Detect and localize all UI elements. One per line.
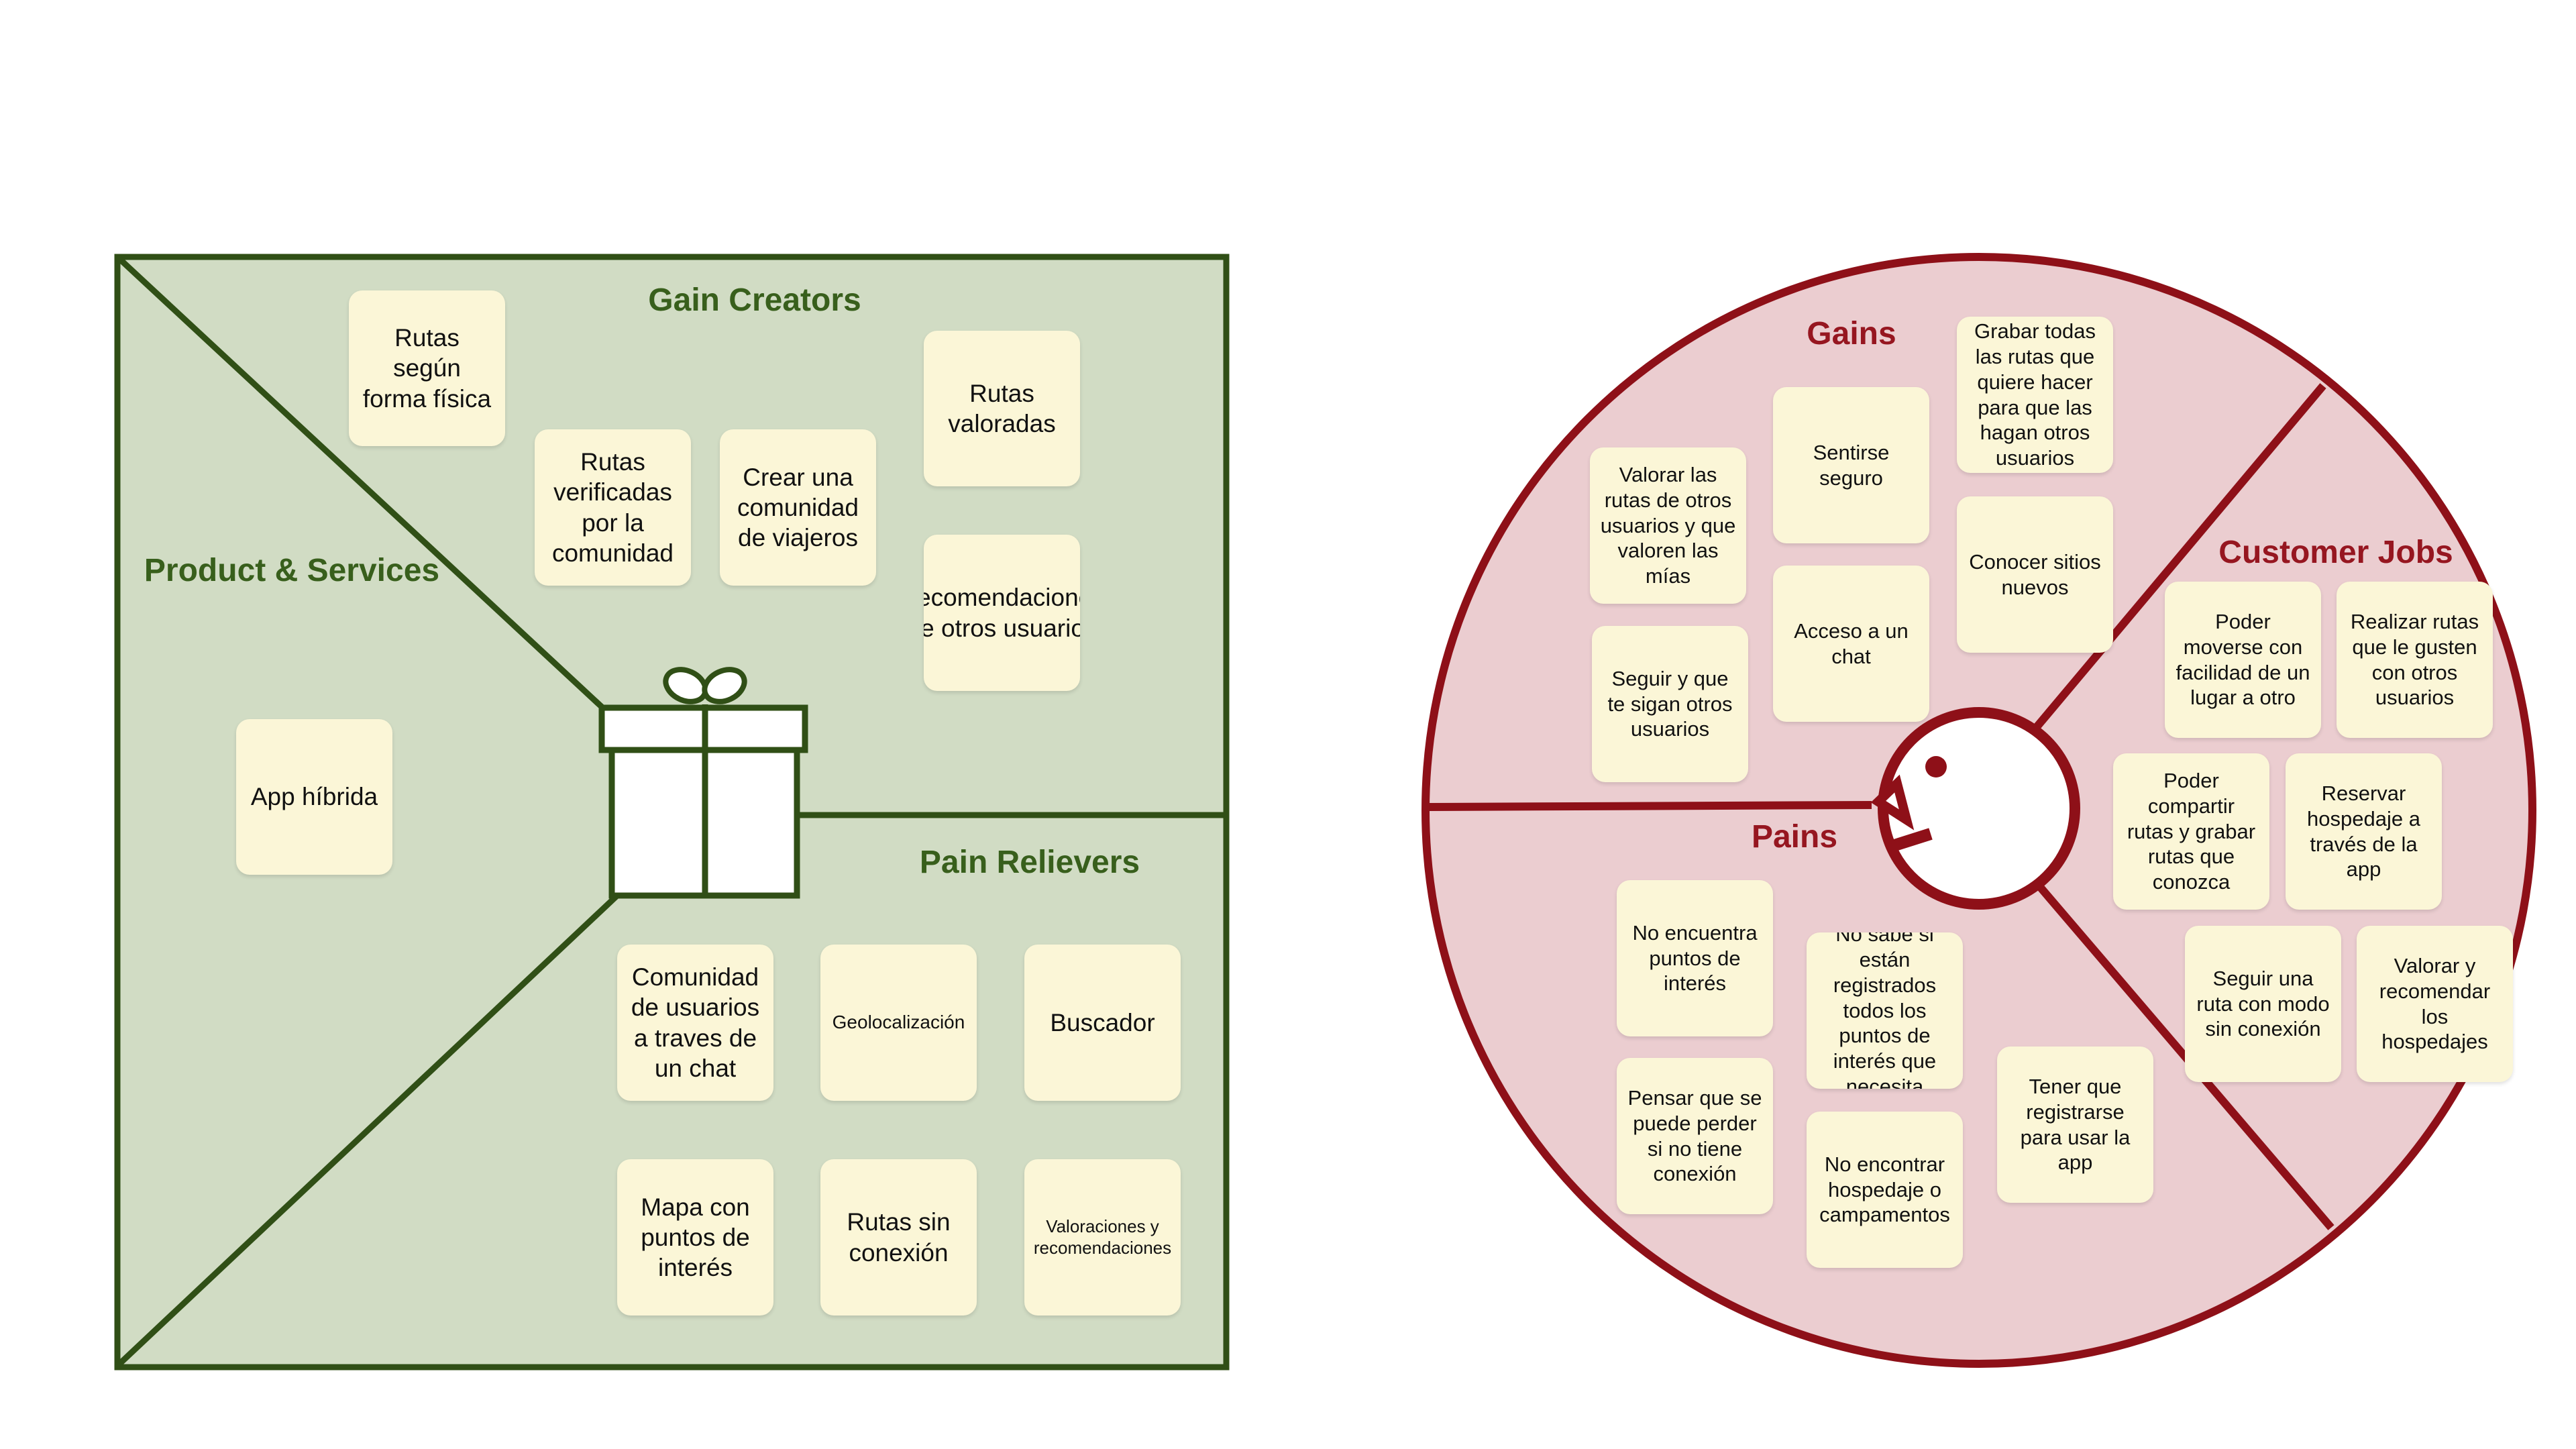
gain-creator-note[interactable]: Rutas según forma física bbox=[349, 290, 505, 446]
pain-note[interactable]: Pensar que se puede perder si no tiene c… bbox=[1617, 1058, 1773, 1214]
gain-creator-note[interactable]: Recomendaciones de otros usuarios bbox=[924, 535, 1080, 691]
pain-reliever-note[interactable]: Valoraciones y recomendaciones bbox=[1024, 1159, 1181, 1316]
pain-note[interactable]: Tener que registrarse para usar la app bbox=[1997, 1046, 2153, 1203]
pain-note[interactable]: No encuentra puntos de interés bbox=[1617, 880, 1773, 1036]
pain-reliever-note[interactable]: Mapa con puntos de interés bbox=[617, 1159, 773, 1316]
product-service-note[interactable]: App híbrida bbox=[236, 719, 392, 875]
gain-note[interactable]: Acceso a un chat bbox=[1773, 566, 1929, 722]
gain-creator-note[interactable]: Rutas valoradas bbox=[924, 331, 1080, 486]
gain-creators-title: Gain Creators bbox=[648, 282, 861, 318]
value-map-divider-upper bbox=[115, 254, 611, 716]
customer-job-note[interactable]: Reservar hospedaje a través de la app bbox=[2286, 753, 2442, 910]
pain-reliever-note[interactable]: Geolocalización bbox=[820, 945, 977, 1101]
gain-note[interactable]: Conocer sitios nuevos bbox=[1957, 496, 2113, 653]
customer-profile-divider-upper bbox=[2033, 383, 2326, 731]
gift-icon bbox=[598, 667, 808, 899]
gain-note[interactable]: Valorar las rutas de otros usuarios y qu… bbox=[1590, 447, 1746, 604]
customer-job-note[interactable]: Valorar y recomendar los hospedajes bbox=[2357, 926, 2513, 1082]
customer-job-note[interactable]: Seguir una ruta con modo sin conexión bbox=[2185, 926, 2341, 1082]
customer-job-note[interactable]: Poder compartir rutas y grabar rutas que… bbox=[2113, 753, 2269, 910]
gain-note[interactable]: Grabar todas las rutas que quiere hacer … bbox=[1957, 317, 2113, 473]
gain-note[interactable]: Seguir y que te sigan otros usuarios bbox=[1592, 626, 1748, 782]
pain-note[interactable]: No sabe si están registrados todos los p… bbox=[1807, 932, 1963, 1089]
pain-relievers-title: Pain Relievers bbox=[919, 845, 1140, 880]
customer-job-note[interactable]: Poder moverse con facilidad de un lugar … bbox=[2165, 582, 2321, 738]
product-services-title: Product & Services bbox=[144, 553, 440, 588]
pains-title: Pains bbox=[1751, 819, 1838, 855]
gain-note[interactable]: Sentirse seguro bbox=[1773, 387, 1929, 543]
pain-note[interactable]: No encontrar hospedaje o campamentos bbox=[1807, 1112, 1963, 1268]
customer-profile-divider-lower bbox=[2033, 879, 2334, 1230]
pain-reliever-note[interactable]: Rutas sin conexión bbox=[820, 1159, 977, 1316]
customer-jobs-title: Customer Jobs bbox=[2218, 535, 2453, 570]
gains-title: Gains bbox=[1807, 316, 1896, 352]
gain-creator-note[interactable]: Rutas verificadas por la comunidad bbox=[535, 429, 691, 586]
pain-reliever-note[interactable]: Comunidad de usuarios a traves de un cha… bbox=[617, 945, 773, 1101]
value-map-divider-lower bbox=[115, 893, 620, 1368]
pain-reliever-note[interactable]: Buscador bbox=[1024, 945, 1181, 1101]
customer-profile-divider-left bbox=[1427, 801, 1872, 811]
gain-creator-note[interactable]: Crear una comunidad de viajeros bbox=[720, 429, 876, 586]
customer-job-note[interactable]: Realizar rutas que le gusten con otros u… bbox=[2337, 582, 2493, 738]
customer-face-icon bbox=[1870, 707, 2080, 910]
